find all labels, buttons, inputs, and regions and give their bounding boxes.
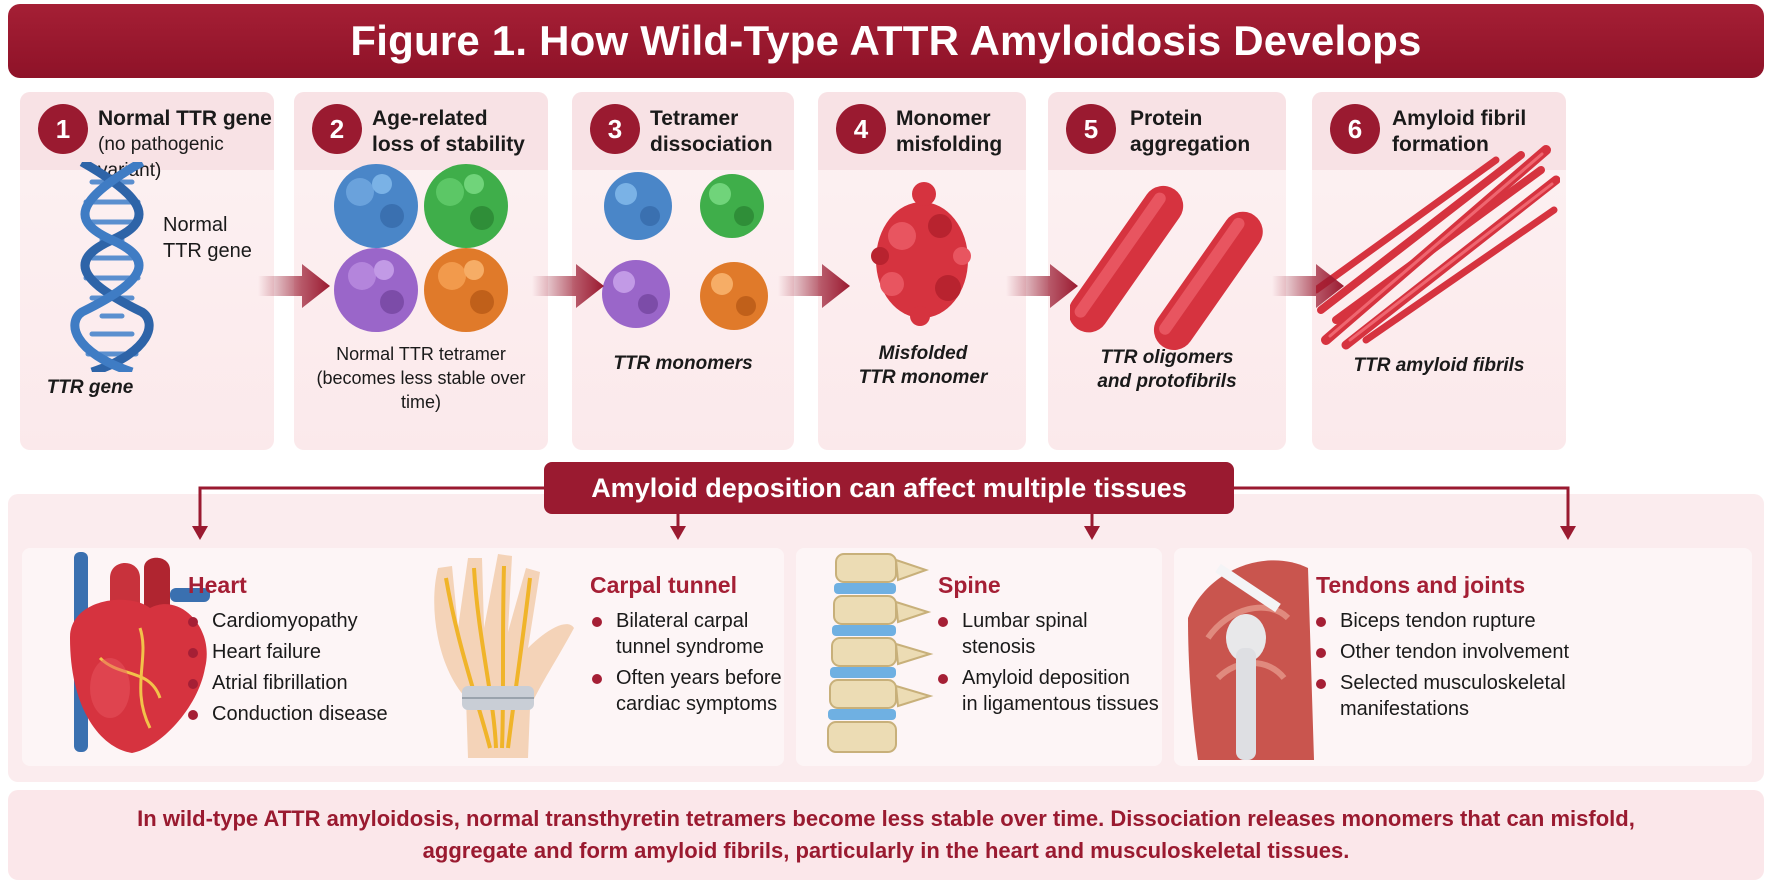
step-title: Normal TTR gene (no pathogenic variant): [98, 106, 274, 184]
step-title-text: Normal TTR gene: [98, 107, 272, 130]
banner-text: Amyloid deposition can affect multiple t…: [591, 472, 1187, 503]
shoulder-icon: [1188, 560, 1314, 760]
step-title: Monomer misfolding: [896, 107, 1003, 156]
tetramer-icon: [334, 164, 508, 332]
monomers-icon: [602, 172, 768, 330]
flow-arrow-icon: [1272, 264, 1344, 308]
tissue-title: Heart: [188, 572, 247, 598]
step-number: 4: [836, 104, 886, 154]
stage-4: 4 Monomer misfolding Misfolded TTR monom…: [818, 92, 1026, 450]
side-label: Normal TTR gene: [163, 212, 252, 264]
step-title: Amyloid fibril formation: [1392, 107, 1527, 156]
amyloid-fibrils-icon: [1316, 145, 1560, 350]
list-item: Often years before cardiac symptoms: [590, 665, 782, 717]
stage-1: 1 Normal TTR gene (no pathogenic variant…: [20, 92, 274, 450]
flow-arrow-icon: [778, 264, 850, 308]
tissue-list: Cardiomyopathy Heart failure Atrial fibr…: [186, 608, 388, 732]
heart-icon: [70, 552, 210, 753]
oligomers-icon: [1070, 185, 1263, 351]
step-caption: Misfolded TTR monomer: [858, 343, 988, 388]
tissue-list: Biceps tendon rupture Other tendon invol…: [1314, 608, 1569, 727]
figure-title: Figure 1. How Wild-Type ATTR Amyloidosis…: [350, 17, 1422, 64]
tissue-card-spine: Spine Lumbar spinal stenosis Amyloid dep…: [796, 548, 1162, 766]
tissue-card-tendons-joints: Tendons and joints Biceps tendon rupture…: [1174, 548, 1752, 766]
step-title: Protein aggregation: [1130, 107, 1251, 156]
flow-arrow-icon: [532, 264, 604, 308]
step-caption: Normal TTR tetramer (becomes less stable…: [316, 344, 526, 412]
tissue-card-heart: Heart Cardiomyopathy Heart failure Atria…: [22, 548, 452, 766]
list-item: Biceps tendon rupture: [1314, 608, 1569, 634]
flow-arrow-icon: [1006, 264, 1078, 308]
step-caption: TTR amyloid fibrils: [1353, 355, 1525, 376]
step-title: Tetramer dissociation: [650, 107, 773, 156]
tissue-list: Lumbar spinal stenosis Amyloid depositio…: [936, 608, 1162, 722]
list-item: Atrial fibrillation: [186, 670, 388, 696]
spine-icon: [827, 553, 934, 753]
tissue-list: Bilateral carpal tunnel syndrome Often y…: [590, 608, 782, 722]
dna-helix-icon: [70, 162, 154, 372]
list-item: Selected musculoskeletal manifestations: [1314, 670, 1569, 722]
step-caption: TTR oligomers and protofibrils: [1097, 347, 1237, 392]
list-item: Amyloid deposition in ligamentous tissue…: [936, 665, 1162, 717]
list-item: Cardiomyopathy: [186, 608, 388, 634]
tissue-title: Tendons and joints: [1316, 572, 1526, 598]
step-number: 3: [590, 104, 640, 154]
summary-text: In wild-type ATTR amyloidosis, normal tr…: [137, 806, 1635, 863]
stage-6: 6 Amyloid fibril formation TTR amyloid f…: [1312, 92, 1566, 450]
list-item: Bilateral carpal tunnel syndrome: [590, 608, 782, 660]
misfolded-monomer-icon: [871, 182, 971, 326]
list-item: Heart failure: [186, 639, 388, 665]
wrist-icon: [434, 554, 574, 758]
banner: Amyloid deposition can affect multiple t…: [544, 462, 1234, 514]
stage-2: 2 Age-related loss of stability Normal T…: [294, 92, 548, 450]
step-number: 2: [312, 104, 362, 154]
list-item: Conduction disease: [186, 701, 388, 727]
side-label-line-1: Normal: [163, 214, 228, 236]
tissue-title: Spine: [938, 572, 1001, 598]
step-number: 1: [38, 104, 88, 154]
title-bar: Figure 1. How Wild-Type ATTR Amyloidosis…: [8, 4, 1764, 78]
list-item: Other tendon involvement: [1314, 639, 1569, 665]
tissue-card-carpal-tunnel: Carpal tunnel Bilateral carpal tunnel sy…: [408, 548, 784, 766]
summary-box: In wild-type ATTR amyloidosis, normal tr…: [8, 790, 1764, 880]
stage-3: 3 Tetramer dissociation TTR monomers: [572, 92, 794, 450]
side-label-line-2: TTR gene: [163, 240, 252, 262]
step-title: Age-related loss of stability: [372, 107, 525, 156]
step-number: 5: [1066, 104, 1116, 154]
flow-arrow-icon: [258, 264, 330, 308]
step-caption: TTR monomers: [613, 353, 753, 374]
tissue-title: Carpal tunnel: [590, 572, 737, 598]
step-caption: TTR gene: [46, 377, 134, 398]
step-number: 6: [1330, 104, 1380, 154]
list-item: Lumbar spinal stenosis: [936, 608, 1162, 660]
stage-5: 5 Protein aggregation TTR oligomers and …: [1048, 92, 1286, 450]
